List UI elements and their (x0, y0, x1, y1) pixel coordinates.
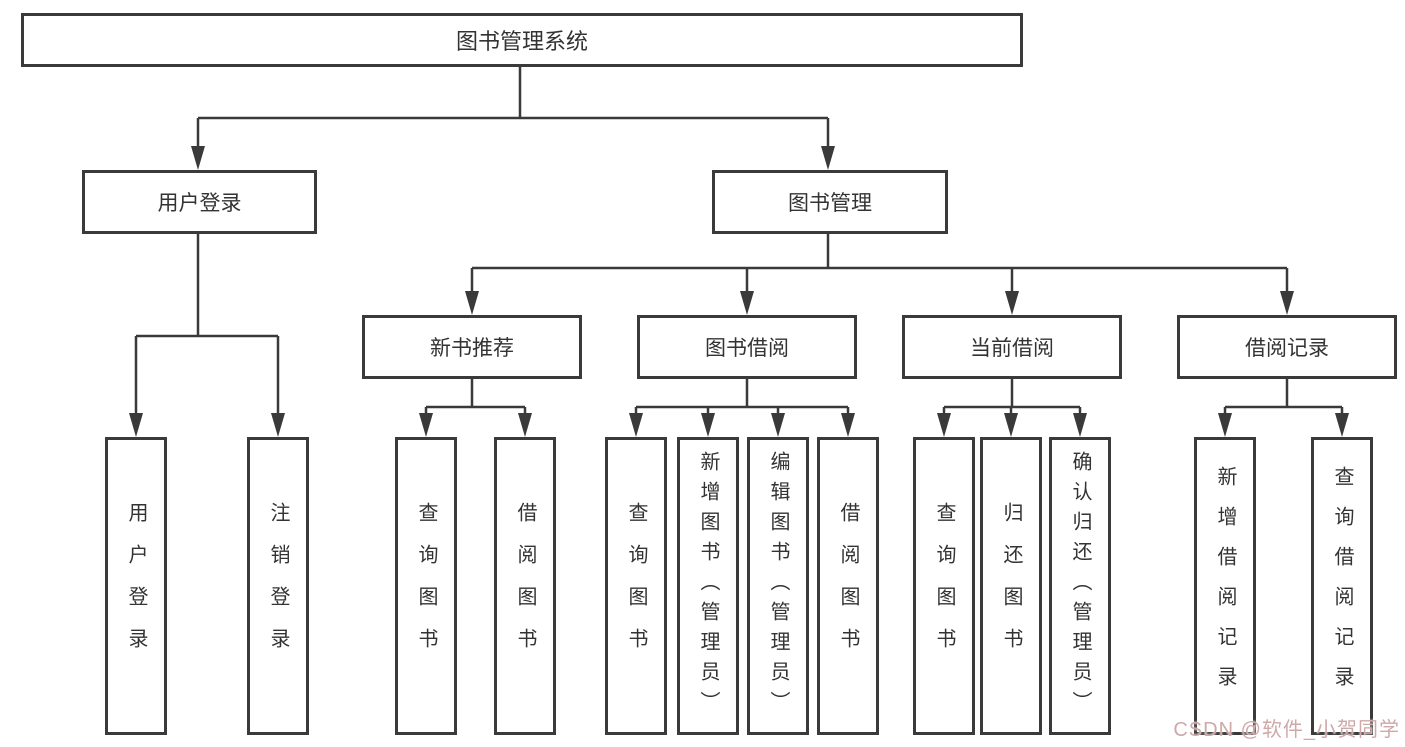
node-label: 新增图书（管理员） (697, 451, 719, 721)
node-label: 图书管理 (788, 192, 872, 215)
node-label: 新增借阅记录 (1214, 466, 1236, 706)
leaf-query-book: 查询图书 (605, 437, 667, 735)
leaf-confirm-return-admin: 确认归还（管理员） (1049, 437, 1111, 735)
node-label: 借阅记录 (1245, 337, 1329, 360)
csdn-watermark: CSDN @软件_小贺同学 (1173, 719, 1400, 741)
node-label: 查询图书 (625, 502, 647, 670)
leaf-user-login: 用户登录 (105, 437, 167, 735)
node-label: 用户登录 (125, 502, 147, 670)
node-label: 查询图书 (933, 502, 955, 670)
leaf-edit-book-admin: 编辑图书（管理员） (747, 437, 809, 735)
node-label: 查询图书 (415, 502, 437, 670)
leaf-borrow-book: 借阅图书 (817, 437, 879, 735)
leaf-query-book: 查询图书 (395, 437, 457, 735)
node-library-management-system: 图书管理系统 (21, 13, 1023, 67)
node-label: 归还图书 (1000, 502, 1022, 670)
node-label: 查询借阅记录 (1331, 466, 1353, 706)
node-user-login: 用户登录 (82, 170, 317, 234)
node-label: 借阅图书 (514, 502, 536, 670)
leaf-logout: 注销登录 (247, 437, 309, 735)
node-label: 编辑图书（管理员） (767, 451, 789, 721)
node-current-borrow: 当前借阅 (902, 315, 1122, 379)
node-label: 注销登录 (267, 502, 289, 670)
leaf-borrow-book: 借阅图书 (494, 437, 556, 735)
node-book-management: 图书管理 (712, 170, 948, 234)
node-label: 确认归还（管理员） (1069, 451, 1091, 721)
leaf-query-book: 查询图书 (913, 437, 975, 735)
node-label: 当前借阅 (970, 337, 1054, 360)
node-label: 图书管理系统 (455, 29, 588, 54)
leaf-query-borrow-record: 查询借阅记录 (1311, 437, 1373, 735)
node-label: 图书借阅 (705, 337, 789, 360)
leaf-add-book-admin: 新增图书（管理员） (677, 437, 739, 735)
node-new-book-recommend: 新书推荐 (362, 315, 582, 379)
node-borrow-record: 借阅记录 (1177, 315, 1397, 379)
node-label: 借阅图书 (837, 502, 859, 670)
node-label: 用户登录 (157, 192, 242, 215)
node-label: 新书推荐 (430, 337, 514, 360)
node-book-borrow: 图书借阅 (637, 315, 857, 379)
leaf-add-borrow-record: 新增借阅记录 (1194, 437, 1256, 735)
leaf-return-book: 归还图书 (980, 437, 1042, 735)
